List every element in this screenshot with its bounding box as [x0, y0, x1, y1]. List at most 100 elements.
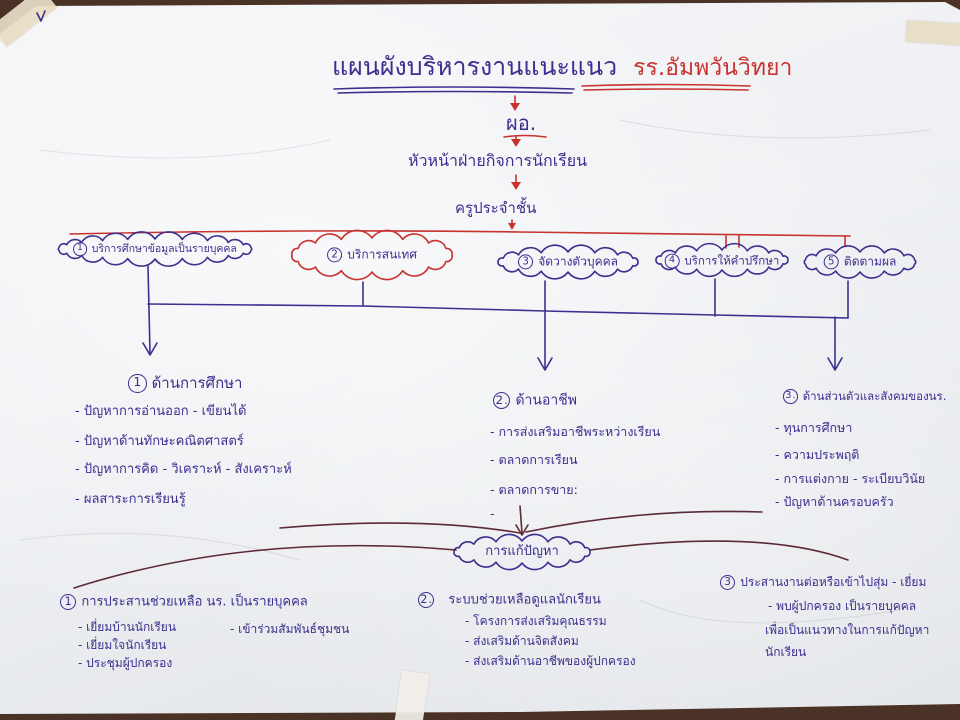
service-label: บริการสนเทศ [347, 247, 417, 262]
action-title: การประสานช่วยเหลือ นร. เป็นรายบุคคล [81, 594, 308, 610]
area-number: 3 [783, 389, 798, 404]
service-number: 2 [327, 247, 343, 263]
list-item: พบผู้ปกครอง เป็นรายบุคคล [768, 599, 916, 613]
area-title: ด้านการศึกษา [151, 374, 243, 392]
cloud-service-4 [655, 242, 789, 278]
cloud-service-2 [291, 229, 453, 281]
list-item: ผลสาระการเรียนรู้ [75, 492, 186, 508]
service-label: ติดตามผล [843, 254, 897, 269]
list-item: ปัญหาด้านครอบครัว [775, 494, 893, 509]
service-2: 2 บริการสนเทศ [327, 247, 417, 263]
list-item: ปัญหาด้านทักษะคณิตศาสตร์ [75, 434, 244, 450]
service-label: จัดวางตัวบุคคล [538, 254, 618, 269]
list-item: ตลาดการเรียน [490, 452, 577, 467]
list-item: เพื่อเป็นแนวทางในการแก้ปัญหา [765, 623, 930, 637]
head-label: หัวหน้าฝ่ายกิจการนักเรียน [408, 151, 588, 170]
list-item: เยี่ยมบ้านนักเรียน [78, 620, 176, 634]
paper-crease [19, 532, 301, 561]
chain-arrows [503, 95, 547, 230]
spread-curves [73, 540, 849, 589]
list-item: การแต่งกาย - ระเบียบวินัย [775, 471, 925, 486]
arrowhead-area-3 [827, 357, 843, 371]
title-school: รร.อัมพวันวิทยา [633, 55, 793, 81]
connector-service-1 [147, 265, 151, 354]
list-item-empty [490, 506, 495, 521]
curve-area-1-to-solution [279, 522, 521, 534]
list-item: เยี่ยมใจนักเรียน [78, 638, 166, 652]
list-item: ทุนการศึกษา [775, 420, 852, 435]
cloud-service-3 [497, 244, 639, 280]
curve-area-3-to-solution [525, 510, 763, 533]
action-number: 3 [720, 575, 736, 591]
list-item: ส่งเสริมด้านอาชีพของผู้ปกครอง [465, 654, 635, 668]
page-title: แผนผังบริหารงานแนะแนว รร.อัมพวันวิทยา [332, 52, 792, 83]
title-main: แผนผังบริหารงานแนะแนว [332, 52, 618, 81]
title-underline-1 [333, 86, 575, 90]
area-title: ด้านอาชีพ [515, 392, 577, 409]
action-3-heading: 3 ประสานงานต่อหรือเข้าไปสุ่ม - เยี่ยม [720, 575, 927, 591]
service-number: 5 [823, 254, 839, 270]
action-2-heading: 2ระบบช่วยเหลือดูแลนักเรียน [418, 592, 601, 609]
teacher-label: ครูประจำชั้น [455, 199, 537, 217]
service-4: 4 บริการให้คำปรึกษา [664, 253, 780, 269]
curve-area-2-to-solution [519, 505, 523, 534]
list-item: ความประพฤติ [775, 447, 859, 462]
list-item: โครงการส่งเสริมคุณธรรม [465, 614, 606, 628]
connector-bar [147, 303, 849, 319]
paper-crease [619, 119, 931, 139]
solution-label: การแก้ปัญหา [485, 544, 559, 560]
service-3: 3 จัดวางตัวบุคคล [518, 254, 618, 270]
service-number: 4 [664, 253, 680, 269]
director-underline [503, 134, 547, 138]
area-title: ด้านส่วนตัวและสังคมของนร. [802, 388, 947, 403]
arrowhead [511, 182, 521, 190]
service-label: บริการให้คำปรึกษา [684, 253, 780, 268]
list-item: เข้าร่วมสัมพันธ์ชุมชน [230, 622, 349, 636]
curve-solution-to-action-3 [589, 540, 849, 561]
service-number: 3 [518, 254, 534, 270]
cloud-service-5 [803, 245, 917, 279]
list-item: ตลาดการขาย: [490, 482, 577, 497]
area-number: 1 [128, 374, 147, 393]
service-connectors [142, 265, 849, 371]
list-item: การส่งเสริมอาชีพระหว่างเรียน [490, 424, 660, 439]
paper-crease [639, 599, 901, 624]
action-title: ระบบช่วยเหลือดูแลนักเรียน [448, 592, 601, 608]
list-item: ส่งเสริมด้านจิตสังคม [465, 634, 579, 648]
arrowhead-solution [515, 524, 529, 536]
arrowhead-area-2 [537, 357, 553, 371]
list-item: ประชุมผู้ปกครอง [78, 656, 172, 670]
arrowhead [510, 103, 520, 111]
arrowhead [511, 139, 521, 147]
area-3-heading: 3 ด้านส่วนตัวและสังคมของนร. [783, 389, 946, 404]
service-number: 1 [73, 242, 87, 256]
arrowhead [508, 223, 516, 230]
school-underline-1 [581, 83, 751, 87]
service-bar [69, 230, 851, 237]
arrowhead-area-1 [142, 342, 158, 356]
service-label: บริการศึกษาข้อมูลเป็นรายบุคคล [91, 243, 237, 255]
cloud-solution [453, 533, 591, 571]
list-item: นักเรียน [765, 645, 807, 659]
area-number: 2 [493, 392, 511, 410]
curve-solution-to-action-1 [73, 544, 457, 589]
list-item: ปัญหาการคิด - วิเคราะห์ - สังเคราะห์ [75, 462, 292, 478]
convergence-curves [279, 505, 763, 536]
cloud-outlines [57, 229, 917, 571]
paper-crease [39, 139, 331, 159]
action-title: ประสานงานต่อหรือเข้าไปสุ่ม - เยี่ยม [740, 575, 927, 590]
service-5: 5 ติดตามผล [823, 254, 897, 270]
area-2-heading: 2ด้านอาชีพ [493, 392, 577, 410]
action-number: 1 [60, 594, 77, 611]
director-label: ผอ. [506, 111, 537, 135]
tick-mark [36, 10, 46, 22]
title-underline-2 [337, 90, 573, 94]
cloud-service-1 [57, 231, 253, 267]
list-item: ปัญหาการอ่านออก - เขียนได้ [75, 404, 247, 420]
service-1: 1 บริการศึกษาข้อมูลเป็นรายบุคคล [73, 242, 237, 256]
